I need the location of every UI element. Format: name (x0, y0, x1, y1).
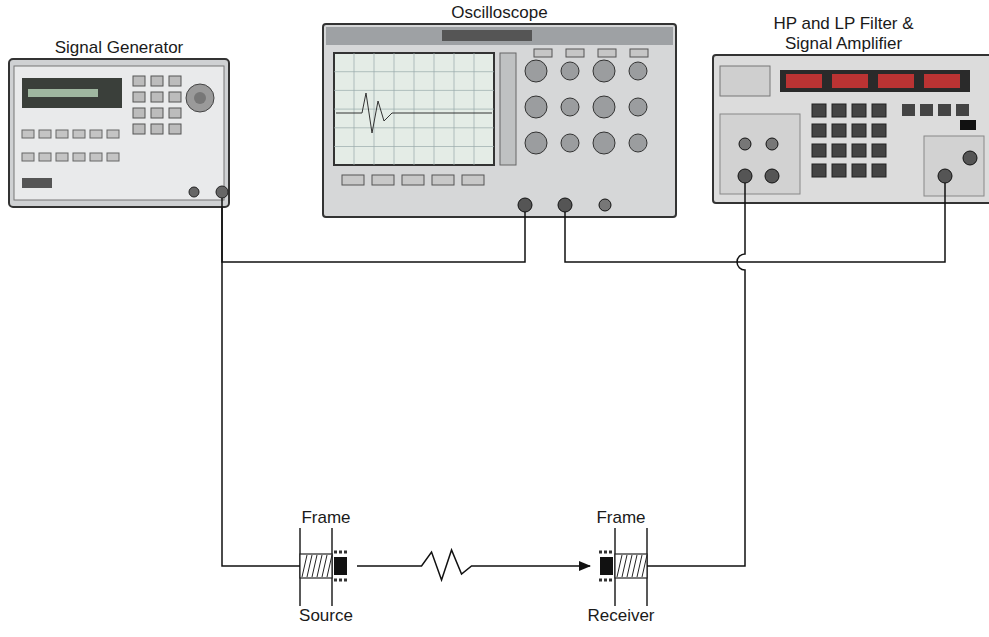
source-transducer: FrameSource (295, 508, 357, 626)
device-label: Oscilloscope (451, 3, 547, 23)
filter-amplifier: HP and LP Filter & Signal Amplifier (712, 14, 989, 204)
device-label: HP and LP Filter & Signal Amplifier (764, 14, 924, 54)
oscilloscope-drawing (322, 23, 677, 218)
signal-generator-drawing (8, 58, 230, 208)
filter-amplifier-drawing (712, 54, 989, 204)
signal-generator: Signal Generator (8, 38, 230, 208)
transducer-label: Source (299, 606, 353, 626)
wave-arrow (357, 550, 590, 580)
oscilloscope: Oscilloscope (322, 3, 677, 218)
receiver-transducer: FrameReceiver (590, 508, 652, 626)
frame-label: Frame (301, 508, 350, 528)
frame-label: Frame (596, 508, 645, 528)
device-label: Signal Generator (55, 38, 184, 58)
transducer-label: Receiver (587, 606, 654, 626)
signal-cable (652, 204, 745, 566)
receiver-transducer-drawing (590, 528, 652, 606)
signal-cable (222, 208, 295, 566)
source-transducer-drawing (295, 528, 357, 606)
